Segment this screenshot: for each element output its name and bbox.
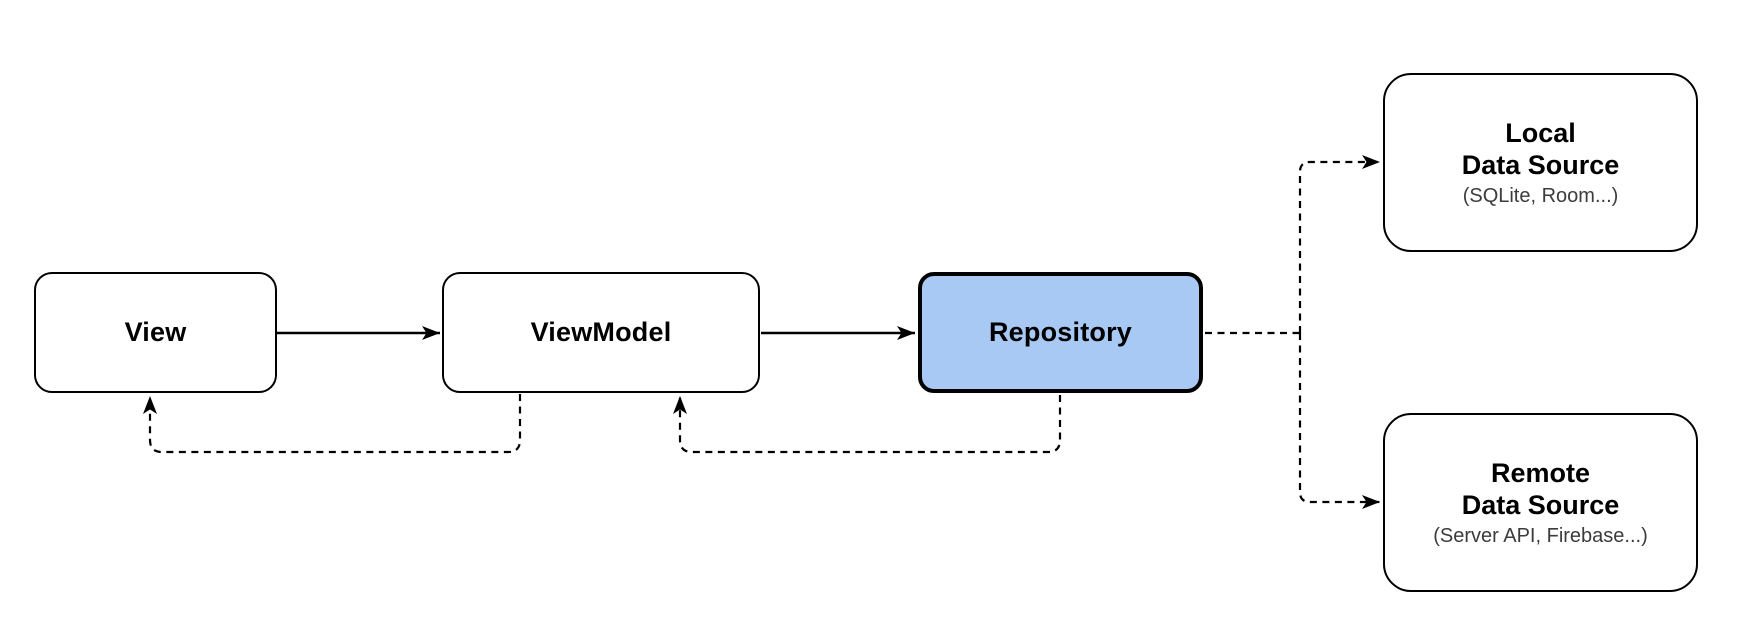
node-remote-data-source: Remote Data Source (Server API, Firebase… bbox=[1383, 413, 1698, 592]
edge-repository-to-remote bbox=[1298, 333, 1380, 509]
remote-data-source-subtitle: (Server API, Firebase...) bbox=[1433, 525, 1648, 547]
local-data-source-title-line1: Local bbox=[1505, 118, 1576, 148]
node-view-label: View bbox=[124, 317, 187, 347]
node-view: View bbox=[34, 272, 277, 393]
node-viewmodel-label: ViewModel bbox=[530, 317, 672, 347]
node-repository-label: Repository bbox=[988, 317, 1133, 347]
edge-repository-to-viewmodel-feedback bbox=[673, 395, 1062, 454]
remote-data-source-title-line2: Data Source bbox=[1461, 490, 1620, 520]
node-repository: Repository bbox=[918, 272, 1203, 393]
remote-data-source-title-line1: Remote bbox=[1490, 458, 1591, 488]
local-data-source-title-line2: Data Source bbox=[1461, 150, 1620, 180]
edge-viewmodel-to-view-feedback bbox=[143, 394, 522, 454]
local-data-source-subtitle: (SQLite, Room...) bbox=[1462, 185, 1619, 207]
node-local-data-source: Local Data Source (SQLite, Room...) bbox=[1383, 73, 1698, 252]
edge-repository-to-local bbox=[1298, 155, 1380, 333]
node-viewmodel: ViewModel bbox=[442, 272, 760, 393]
